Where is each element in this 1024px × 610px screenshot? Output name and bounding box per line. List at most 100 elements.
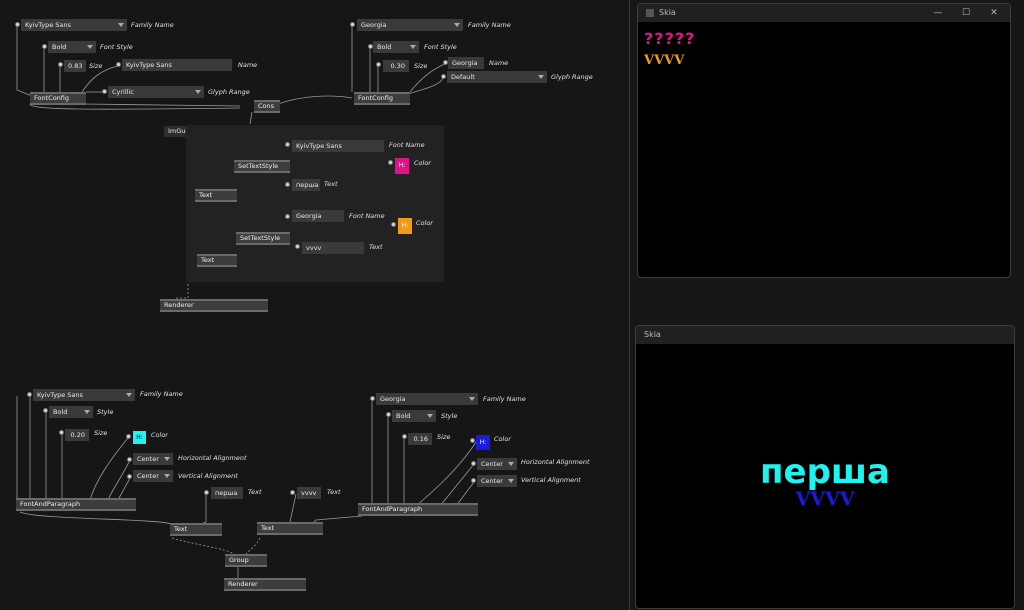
family-name-dropdown[interactable]: KyivType Sans xyxy=(33,389,135,401)
family-name-dropdown[interactable]: KyivType Sans xyxy=(21,19,127,31)
minimize-icon[interactable]: — xyxy=(933,8,943,18)
font-name-pin[interactable] xyxy=(285,142,290,147)
style-dropdown[interactable]: Bold xyxy=(392,410,436,422)
font-style-label: Font Style xyxy=(100,43,133,51)
size-input[interactable]: 0.30 xyxy=(383,60,409,72)
size-input[interactable]: 0.16 xyxy=(408,433,432,445)
name-label: Name xyxy=(238,61,258,69)
color-label: Color xyxy=(414,159,431,167)
glyph-range-dropdown[interactable]: Cyrillic xyxy=(108,86,204,98)
group-node[interactable]: Group xyxy=(225,554,267,567)
family-name-pin[interactable] xyxy=(27,392,32,397)
family-name-pin[interactable] xyxy=(370,396,375,401)
name-input[interactable]: Georgia xyxy=(448,57,484,69)
color-swatch[interactable]: H: xyxy=(395,158,409,174)
family-name-label: Family Name xyxy=(468,21,511,29)
color-swatch[interactable]: H: xyxy=(133,431,146,444)
color-swatch[interactable]: H: xyxy=(476,435,490,450)
fontandparagraph-node[interactable]: FontAndParagraph xyxy=(16,498,136,511)
font-style-pin[interactable] xyxy=(42,44,47,49)
style-pin[interactable] xyxy=(43,408,48,413)
halign-dropdown[interactable]: Center xyxy=(477,458,517,470)
halign-dropdown[interactable]: Center xyxy=(133,453,173,465)
close-icon[interactable]: ✕ xyxy=(990,8,998,18)
settextstyle-node[interactable]: SetTextStyle xyxy=(236,232,290,245)
text-label: Text xyxy=(248,488,262,496)
halign-pin[interactable] xyxy=(127,457,132,462)
skia-window-bottom[interactable]: Skia перша VVVV xyxy=(635,325,1015,609)
text-node[interactable]: Text xyxy=(197,254,237,267)
family-name-label: Family Name xyxy=(483,395,526,403)
font-name-pin[interactable] xyxy=(285,214,290,219)
size-input[interactable]: 0.83 xyxy=(64,60,86,72)
font-style-label: Font Style xyxy=(424,43,457,51)
glyph-range-label: Glyph Range xyxy=(208,88,250,96)
name-pin[interactable] xyxy=(116,62,121,67)
app-icon xyxy=(646,8,654,17)
fontconfig-node[interactable]: FontConfig xyxy=(354,92,410,105)
cons-node[interactable]: Cons xyxy=(254,100,280,113)
renderer-node[interactable]: Renderer xyxy=(224,578,306,591)
color-pin[interactable] xyxy=(126,434,131,439)
fontconfig-node[interactable]: FontConfig xyxy=(30,92,86,105)
skia-window-top[interactable]: Skia — ☐ ✕ ????? VVVV xyxy=(637,3,1011,278)
style-pin[interactable] xyxy=(386,412,391,417)
size-pin[interactable] xyxy=(376,62,381,67)
maximize-icon[interactable]: ☐ xyxy=(961,8,971,18)
font-style-pin[interactable] xyxy=(368,44,373,49)
settextstyle-node[interactable]: SetTextStyle xyxy=(234,160,290,173)
size-label: Size xyxy=(414,62,428,70)
halign-pin[interactable] xyxy=(471,461,476,466)
text-node[interactable]: Text xyxy=(257,522,323,535)
glyph-range-pin[interactable] xyxy=(102,89,107,94)
color-swatch[interactable]: H: xyxy=(398,218,412,234)
font-style-dropdown[interactable]: Bold xyxy=(373,41,419,53)
size-input[interactable]: 0.20 xyxy=(65,429,89,441)
valign-pin[interactable] xyxy=(127,474,132,479)
text-label: Text xyxy=(369,243,383,251)
text-input[interactable]: vvvv xyxy=(297,487,321,499)
window-titlebar[interactable]: Skia xyxy=(638,4,1010,22)
rendered-line-1: перша xyxy=(760,452,890,492)
font-style-dropdown[interactable]: Bold xyxy=(48,41,96,53)
text-input[interactable]: перша xyxy=(211,487,243,499)
text-label: Text xyxy=(324,180,338,188)
glyph-range-pin[interactable] xyxy=(441,74,446,79)
name-pin[interactable] xyxy=(443,60,448,65)
glyph-range-dropdown[interactable]: Default xyxy=(447,71,547,83)
color-pin[interactable] xyxy=(391,222,396,227)
color-pin[interactable] xyxy=(388,160,393,165)
family-name-dropdown[interactable]: Georgia xyxy=(376,393,478,405)
fontandparagraph-node[interactable]: FontAndParagraph xyxy=(358,503,478,516)
size-label: Size xyxy=(437,433,451,441)
font-name-input[interactable]: Georgia xyxy=(292,210,344,222)
text-pin[interactable] xyxy=(204,490,209,495)
panel-divider[interactable] xyxy=(629,0,630,610)
name-input[interactable]: KyivType Sans xyxy=(122,59,232,71)
text-node[interactable]: Text xyxy=(170,523,222,536)
size-pin[interactable] xyxy=(58,62,63,67)
valign-dropdown[interactable]: Center xyxy=(133,470,173,482)
text-pin[interactable] xyxy=(295,244,300,249)
window-title: Skia xyxy=(659,8,676,17)
text-node[interactable]: Text xyxy=(195,189,237,202)
font-name-input[interactable]: KyivType Sans xyxy=(292,140,384,152)
text-input[interactable]: vvvv xyxy=(302,242,364,254)
window-titlebar[interactable]: Skia xyxy=(636,326,1014,344)
font-name-label: Font Name xyxy=(349,212,385,220)
family-name-dropdown[interactable]: Georgia xyxy=(357,19,463,31)
valign-pin[interactable] xyxy=(471,478,476,483)
font-name-label: Font Name xyxy=(389,141,425,149)
family-name-pin[interactable] xyxy=(350,22,355,27)
text-input[interactable]: перша xyxy=(292,179,320,191)
renderer-node[interactable]: Renderer xyxy=(160,299,268,312)
text-pin[interactable] xyxy=(285,182,290,187)
size-pin[interactable] xyxy=(59,430,64,435)
color-pin[interactable] xyxy=(470,438,475,443)
size-pin[interactable] xyxy=(402,434,407,439)
text-pin[interactable] xyxy=(290,490,295,495)
family-name-pin[interactable] xyxy=(15,22,20,27)
valign-dropdown[interactable]: Center xyxy=(477,475,517,487)
family-name-label: Family Name xyxy=(140,390,183,398)
style-dropdown[interactable]: Bold xyxy=(49,406,93,418)
